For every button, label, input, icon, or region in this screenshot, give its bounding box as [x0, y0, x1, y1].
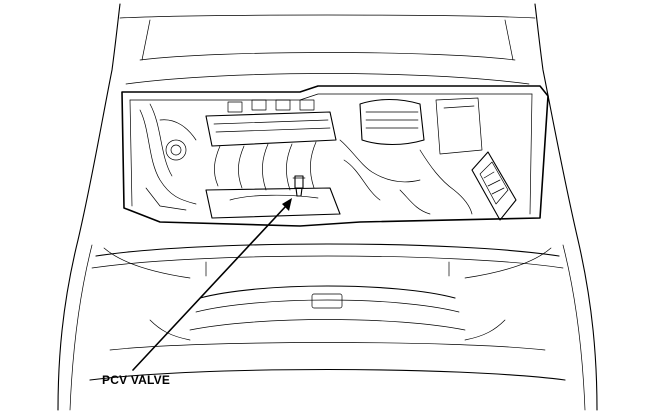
pcv-valve-label: PCV VALVE — [102, 373, 171, 387]
car-body — [57, 3, 598, 411]
pcv-valve-leader — [132, 198, 292, 371]
under-hood-fuse-box — [471, 151, 517, 221]
engine-components — [139, 97, 517, 221]
ignition-coils — [227, 99, 315, 113]
engine-bay-frame — [121, 85, 549, 227]
pcv-valve-part — [292, 175, 306, 197]
front-bumper — [89, 243, 566, 381]
